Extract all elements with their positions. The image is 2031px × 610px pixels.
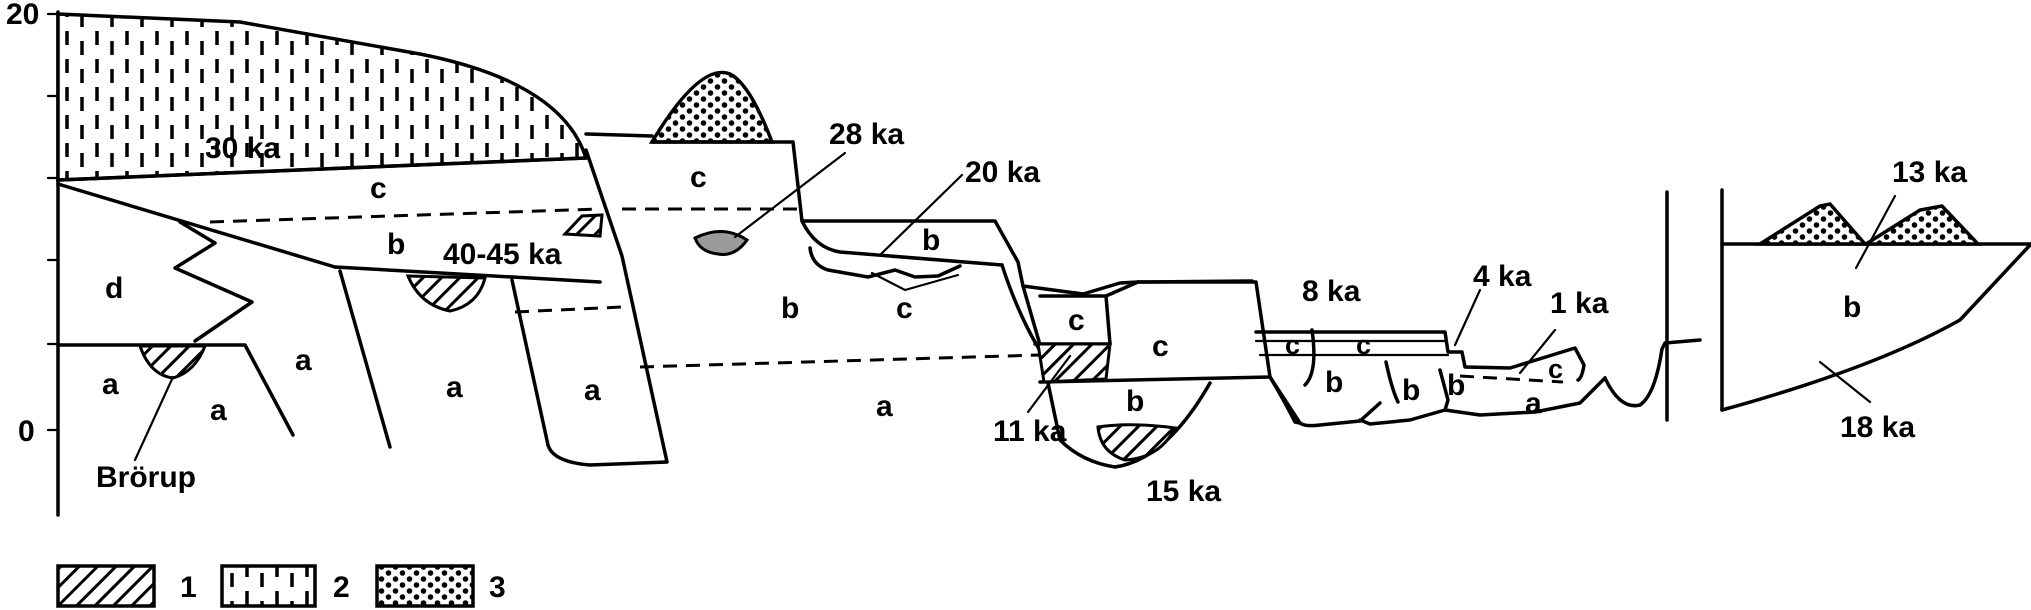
unit-b: b xyxy=(1126,385,1144,418)
label-1ka: 1 ka xyxy=(1550,287,1609,320)
unit-c: c xyxy=(896,292,913,325)
unit-a: a xyxy=(295,344,312,377)
hatched-lens-small xyxy=(561,213,604,238)
unit-a: a xyxy=(210,394,227,427)
label-8ka: 8 ka xyxy=(1302,275,1361,308)
label-20ka: 20 ka xyxy=(965,156,1040,189)
label-11ka: 11 ka xyxy=(993,415,1067,448)
unit-b: b xyxy=(781,292,799,325)
unit-b: b xyxy=(387,228,405,261)
label-4ka: 4 ka xyxy=(1473,260,1532,293)
label-18ka: 18 ka xyxy=(1840,411,1915,444)
label-40-45ka: 40-45 ka xyxy=(443,238,562,271)
terrace-5-structure xyxy=(1720,188,2031,412)
legend-label-2: 2 xyxy=(333,571,350,604)
unit-b: b xyxy=(1325,366,1343,399)
hatched-lens-15ka xyxy=(1096,423,1178,462)
unit-b: b xyxy=(1447,369,1465,402)
label-30ka: 30 ka xyxy=(205,132,280,165)
unit-c: c xyxy=(690,161,707,194)
label-13ka: 13 ka xyxy=(1892,156,1967,189)
terrace-4-structure xyxy=(1254,288,1702,428)
legend-swatch-hatch xyxy=(56,564,156,608)
legend-label-1: 1 xyxy=(180,571,197,604)
unit-b: b xyxy=(922,224,940,257)
unit-b: b xyxy=(1402,374,1420,407)
unit-c: c xyxy=(1068,304,1085,337)
y-axis: 20 0 xyxy=(6,0,60,517)
unit-a: a xyxy=(446,371,463,404)
hatched-lens-11ka xyxy=(1036,342,1112,384)
terrace-1-structure xyxy=(56,148,669,467)
label-28ka: 28 ka xyxy=(829,118,904,151)
legend-swatch-vertical-dashes xyxy=(220,564,317,608)
y-tick-label-20: 20 xyxy=(6,0,39,31)
legend: 1 2 3 xyxy=(56,564,506,608)
unit-d: d xyxy=(105,272,123,305)
unit-c: c xyxy=(370,172,387,205)
unit-c: c xyxy=(1548,354,1563,384)
legend-label-3: 3 xyxy=(489,571,506,604)
unit-b: b xyxy=(1843,291,1861,324)
legend-swatch-dots xyxy=(375,564,475,608)
label-15ka: 15 ka xyxy=(1146,475,1221,508)
unit-c: c xyxy=(1285,330,1300,360)
dotted-mound-13ka-left xyxy=(1753,202,1869,246)
terrace-2-structure xyxy=(584,70,1254,375)
dotted-mound-13ka-right xyxy=(1859,204,1983,246)
unit-a: a xyxy=(102,368,119,401)
unit-c: c xyxy=(1152,330,1169,363)
unit-c: c xyxy=(1356,330,1371,360)
unit-a: a xyxy=(876,390,893,423)
label-brorup: Brörup xyxy=(96,461,196,494)
dotted-mound-28ka xyxy=(648,70,775,144)
hatched-lens-brorup xyxy=(137,344,208,380)
terrace-loess-cover xyxy=(56,12,589,182)
hatched-lens-40-45ka xyxy=(405,274,487,313)
y-tick-label-0: 0 xyxy=(18,415,35,448)
unit-a: a xyxy=(1525,387,1542,420)
unit-a: a xyxy=(584,374,601,407)
